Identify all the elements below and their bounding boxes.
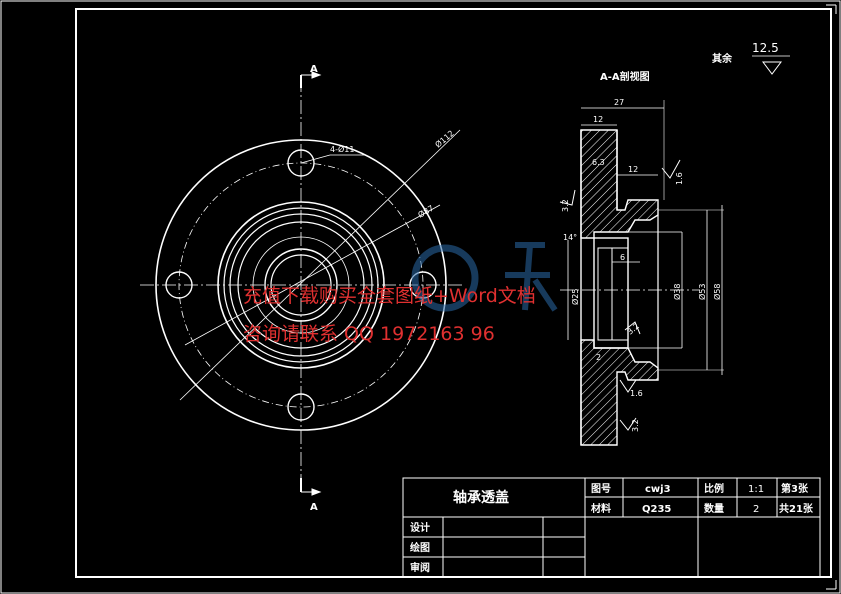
total-sheets: 共21张 xyxy=(779,502,814,515)
dim-6-3: 6.3 xyxy=(592,158,605,167)
roughness-value: 12.5 xyxy=(752,41,779,55)
dim-ra-3-2-left: 3.2 xyxy=(561,199,570,212)
section-title: A-A剖视图 xyxy=(600,70,650,83)
dim-12: 12 xyxy=(593,115,603,124)
section-mark-bottom: A xyxy=(310,502,318,513)
dim-d38: Ø38 xyxy=(672,284,682,300)
dim-angle-14: 14° xyxy=(563,233,577,242)
dim-2: 2 xyxy=(596,353,601,362)
part-name: 轴承透盖 xyxy=(453,489,509,506)
roughness-symbol xyxy=(762,61,782,75)
section-view xyxy=(559,100,724,446)
dim-d58: Ø58 xyxy=(712,284,722,300)
dim-ra-3-2-bot: 3.2 xyxy=(631,419,640,432)
dim-12b: 12 xyxy=(628,165,638,174)
qty: 2 xyxy=(753,504,759,515)
review-label: 审阅 xyxy=(410,561,430,574)
dim-d87: Ø87 xyxy=(416,203,435,220)
roughness-label: 其余 xyxy=(712,52,733,65)
watermark-line2: 咨询请联系 QQ 1972163 96 xyxy=(243,323,495,345)
watermark-logo xyxy=(411,242,558,312)
dim-6: 6 xyxy=(620,253,625,262)
title-block xyxy=(402,477,821,578)
scale: 1:1 xyxy=(748,484,764,495)
dim-d112: Ø112 xyxy=(433,128,456,150)
front-view xyxy=(140,71,465,496)
material: Q235 xyxy=(642,504,671,515)
design-label: 设计 xyxy=(410,521,430,534)
section-mark-top: A xyxy=(310,64,318,75)
sheet-no: 第3张 xyxy=(781,482,809,495)
dim-d25: Ø25 xyxy=(570,289,580,305)
dim-ra-1-6-bot: 1.6 xyxy=(630,389,643,398)
drawing-no: cwj3 xyxy=(645,484,671,495)
qty-label: 数量 xyxy=(704,502,724,515)
watermark-line1: 充值下载购买全套图纸+Word文档 xyxy=(243,285,536,307)
draw-label: 绘图 xyxy=(410,541,430,554)
material-label: 材料 xyxy=(591,502,611,515)
drawing-no-label: 图号 xyxy=(591,483,611,495)
scale-label: 比例 xyxy=(704,482,724,495)
dim-27: 27 xyxy=(614,98,624,107)
dim-holes: 4-Ø11 xyxy=(330,144,354,154)
dim-d53: Ø53 xyxy=(697,284,707,300)
dim-ra-1-6-top: 1.6 xyxy=(675,172,684,185)
